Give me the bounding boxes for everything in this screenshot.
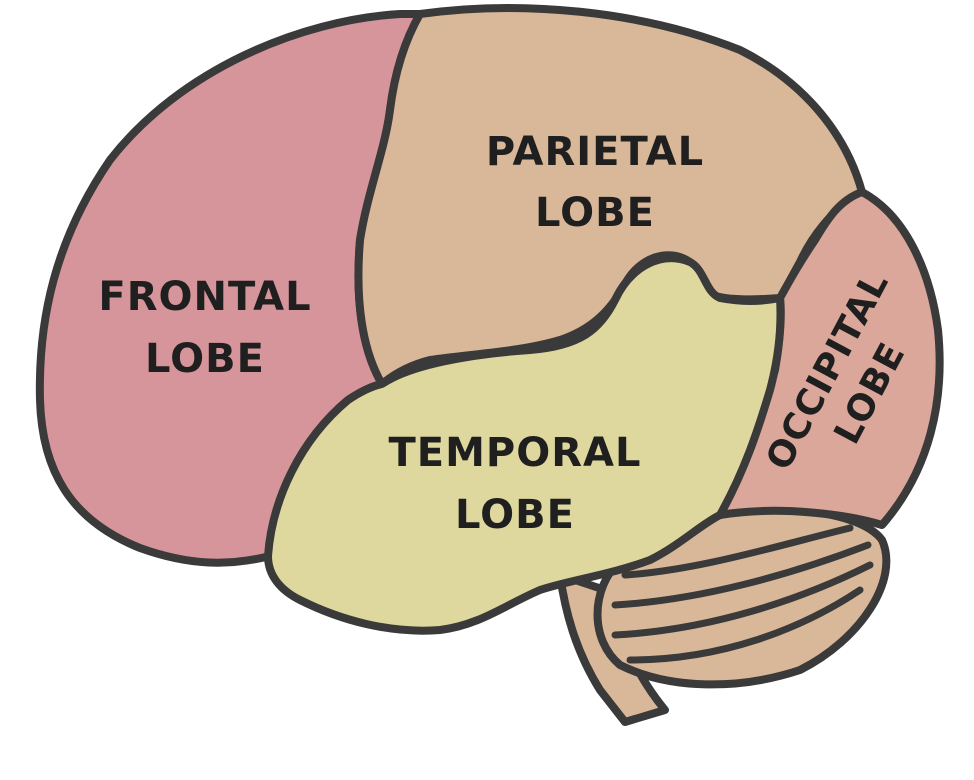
frontal-lobe-label-line1: FRONTAL bbox=[98, 274, 311, 320]
frontal-lobe-label-line2: LOBE bbox=[145, 336, 265, 382]
temporal-lobe-label-line2: LOBE bbox=[455, 492, 575, 538]
parietal-lobe-label-line2: LOBE bbox=[535, 190, 655, 236]
temporal-lobe-region bbox=[264, 254, 785, 635]
parietal-lobe-label-line1: PARIETAL bbox=[486, 129, 704, 175]
temporal-lobe-label-line1: TEMPORAL bbox=[389, 430, 642, 476]
cerebellum-folds bbox=[611, 524, 874, 664]
